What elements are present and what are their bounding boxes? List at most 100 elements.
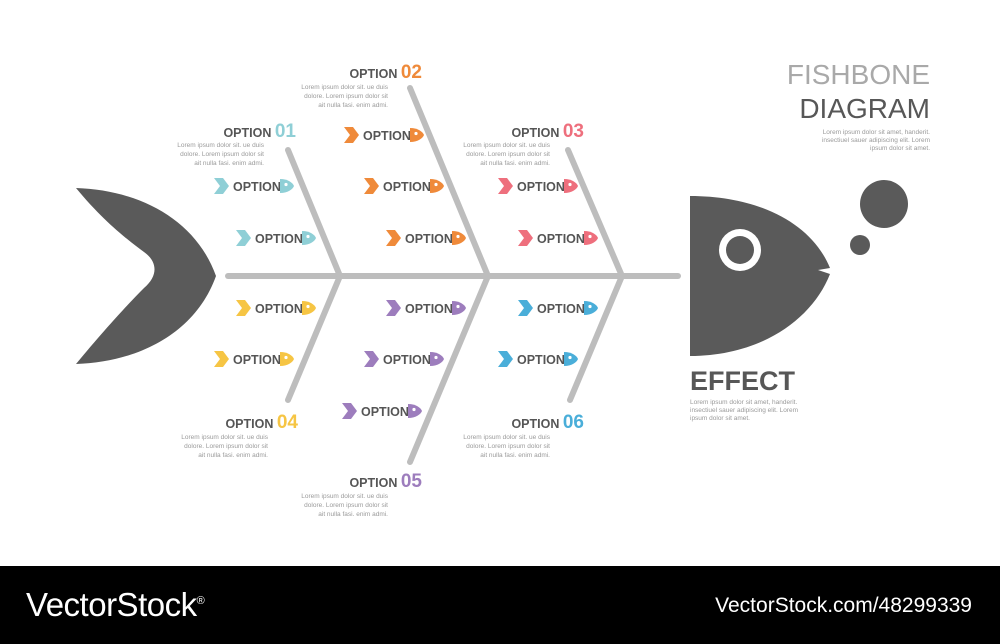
category-title: OPTION 04 [225,412,298,433]
category-description-line: Lorem ipsum dolor sit. ue duis [177,142,264,149]
cause-item-label: OPTION [361,405,409,419]
cause-item-label: OPTION [363,129,411,143]
category-number: 02 [401,62,422,83]
cause-item: OPTION [214,178,294,194]
effect-label: EFFECT [690,366,796,396]
bubble-small [850,235,870,255]
brand-name: VectorStock [26,586,197,623]
category-number: 01 [275,121,297,142]
fish-head-icon [302,301,316,315]
category-number: 04 [277,412,299,433]
fish-head-icon [280,352,294,366]
category-title: OPTION 01 [223,121,296,142]
chevron-icon [498,351,513,367]
category-number: 06 [563,412,584,433]
category-title: OPTION 06 [511,412,584,433]
effect-description-line: ipsum dolor sit amet. [690,415,750,422]
chevron-icon [386,300,401,316]
category-description-line: dolore. Lorem ipsum dolor sit [180,151,264,158]
title-description-line: Lorem ipsum dolor sit amet, handerit. [823,129,930,136]
fish-head-icon [584,301,598,315]
cause-item-label: OPTION [517,353,565,367]
category-title: OPTION 03 [511,121,584,142]
category-description-line: dolore. Lorem ipsum dolor sit [304,93,388,100]
fish-head [690,196,830,356]
bone-04 [285,273,343,403]
cause-item: OPTION [498,351,578,367]
cause-item: OPTION [236,300,316,316]
category-label: OPTION [349,67,400,81]
cause-item: OPTION [344,127,424,143]
cause-item: OPTION [518,230,598,246]
fish-head-icon [302,231,316,245]
effect-description: Lorem ipsum dolor sit amet, handerit. in… [690,399,798,422]
chevron-icon [518,230,533,246]
chevron-icon [364,351,379,367]
category-description-line: dolore. Lorem ipsum dolor sit [184,443,268,450]
cause-item: OPTION [386,230,466,246]
chevron-icon [214,351,229,367]
cause-item-label: OPTION [255,232,303,246]
category-number: 03 [563,121,584,142]
fish-eye-pupil [726,236,754,264]
effect-description-line: insectiuel sauer adipiscing elit. Lorem [690,407,798,414]
fish-head-icon [430,179,444,193]
fish-head-icon [564,352,578,366]
chevron-icon [344,127,359,143]
title-description-line: insectiuel sauer adipiscing elit. Lorem [822,137,930,144]
title-line-2: DIAGRAM [799,93,930,124]
bones [225,85,681,465]
chevron-icon [342,403,357,419]
cause-item: OPTION [518,300,598,316]
chevron-icon [386,230,401,246]
cause-item: OPTION [364,351,444,367]
category-title: OPTION 02 [349,62,422,83]
category-description-line: ait nulla fasi. enim admi. [198,452,268,459]
cause-item: OPTION [386,300,466,316]
category-description-line: Lorem ipsum dolor sit. ue duis [181,434,268,441]
category-description-line: Lorem ipsum dolor sit. ue duis [463,142,550,149]
cause-item-label: OPTION [233,180,281,194]
fish-head-icon [584,231,598,245]
bone-06 [567,273,625,403]
cause-item-label: OPTION [537,232,585,246]
fishbone-diagram: FISHBONE DIAGRAM Lorem ipsum dolor sit a… [76,59,930,518]
category-description-line: ait nulla fasi. enim admi. [480,452,550,459]
cause-item: OPTION [214,351,294,367]
category-description-line: Lorem ipsum dolor sit. ue duis [301,493,388,500]
bone-05 [407,273,491,465]
chevron-icon [236,230,251,246]
footer-brand: VectorStock® [26,586,205,624]
title-line-1: FISHBONE [787,59,930,90]
cause-item-label: OPTION [233,353,281,367]
cause-item-label: OPTION [383,180,431,194]
cause-items: OPTION OPTION OPTION OPTION OPTION OPTION OPTI… [214,127,598,419]
category-description-line: dolore. Lorem ipsum dolor sit [466,151,550,158]
category-description-line: dolore. Lorem ipsum dolor sit [304,502,388,509]
chevron-icon [214,178,229,194]
cause-item: OPTION [342,403,422,419]
bubble-large [860,180,908,228]
fish-head-icon [452,301,466,315]
cause-item: OPTION [236,230,316,246]
footer-bar: VectorStock® VectorStock.com/48299339 [0,566,1000,644]
category-description-line: ait nulla fasi. enim admi. [318,511,388,518]
cause-item-label: OPTION [405,302,453,316]
category-description-line: ait nulla fasi. enim admi. [318,102,388,109]
bone-01 [285,147,343,279]
bone-02 [407,85,491,279]
category-description-line: dolore. Lorem ipsum dolor sit [466,443,550,450]
category-description-line: Lorem ipsum dolor sit. ue duis [301,84,388,91]
chevron-icon [236,300,251,316]
fish-head-icon [408,404,422,418]
bone-03 [565,147,625,279]
fish-tail [76,188,216,364]
fish-head-icon [280,179,294,193]
category-label: OPTION [511,126,562,140]
category-label: OPTION [511,417,562,431]
